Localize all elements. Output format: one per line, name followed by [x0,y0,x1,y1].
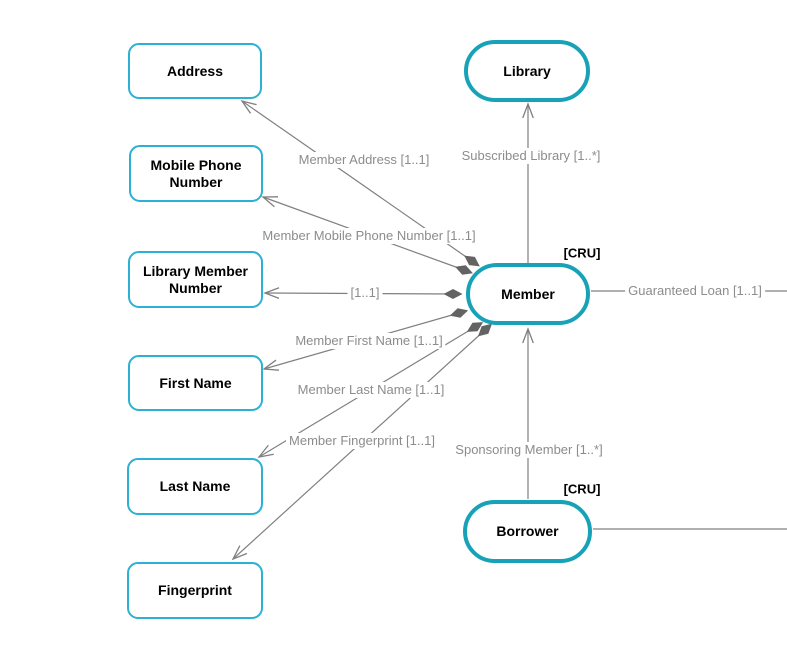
node-library-member-number[interactable]: Library Member Number [128,251,263,308]
diamond-member-fingerprint [477,323,493,337]
edge-label-sponsoring-member[interactable]: Sponsoring Member [1..*] [452,442,606,458]
crud-badge-member: [CRU] [563,245,601,261]
arrowhead-member-first-name [262,359,280,371]
node-borrower-label: Borrower [496,523,559,539]
node-mobile-phone-number-label: Mobile Phone Number [150,156,242,190]
edge-label-subscribed-library[interactable]: Subscribed Library [1..*] [458,148,604,164]
edge-label-guaranteed-loan[interactable]: Guaranteed Loan [1..1] [625,283,765,299]
arrowhead-sponsoring-member [522,327,534,344]
arrowhead-member-library-member-number [263,287,280,299]
diamond-member-address [464,255,480,267]
node-first-name-label: First Name [159,374,232,391]
arrowhead-member-address [240,99,257,114]
node-member[interactable]: Member [466,263,590,325]
node-address-label: Address [166,62,224,79]
crud-badge-borrower: [CRU] [563,481,601,497]
edge-label-member-address[interactable]: Member Address [1..1] [295,152,433,168]
node-mobile-phone-number[interactable]: Mobile Phone Number [129,145,263,202]
node-address[interactable]: Address [128,43,262,99]
node-borrower[interactable]: Borrower [463,500,592,563]
arrowhead-member-mobile-phone-number [261,196,279,208]
node-library-member-number-label: Library Member Number [142,262,249,296]
node-last-name[interactable]: Last Name [127,458,263,515]
edge-label-member-first-name[interactable]: Member First Name [1..1] [292,333,446,349]
edge-label-member-mobile-phone-number[interactable]: Member Mobile Phone Number [1..1] [259,228,479,244]
node-member-label: Member [501,285,555,302]
diamond-member-library-member-number [443,289,463,299]
diamond-member-mobile-phone-number [455,265,473,275]
node-library[interactable]: Library [464,40,590,102]
node-fingerprint[interactable]: Fingerprint [127,562,263,619]
arrowhead-member-fingerprint [231,545,248,561]
edge-label-member-last-name[interactable]: Member Last Name [1..1] [294,382,448,398]
arrowhead-subscribed-library [522,102,534,119]
diamond-member-last-name [466,322,484,332]
node-library-label: Library [503,62,551,79]
edge-label-member-fingerprint[interactable]: Member Fingerprint [1..1] [286,433,438,449]
node-last-name-label: Last Name [159,478,231,494]
arrowhead-member-last-name [257,444,274,458]
node-first-name[interactable]: First Name [128,355,263,411]
edge-label-member-library-member-number[interactable]: [1..1] [347,285,383,301]
diamond-member-first-name [449,308,469,318]
node-fingerprint-label: Fingerprint [158,582,232,598]
